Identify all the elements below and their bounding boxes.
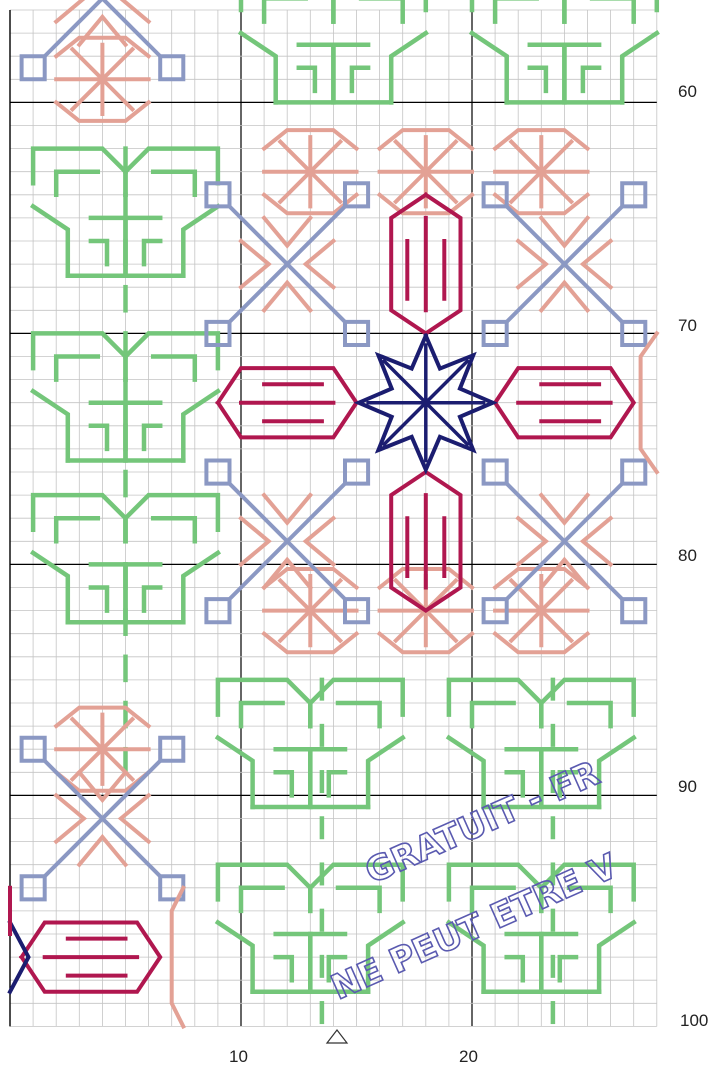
green-stitch (56, 357, 98, 380)
green-stitch (391, 33, 426, 102)
green-stitch (253, 749, 311, 807)
green-stitch (329, 772, 345, 795)
green-stitch (241, 888, 283, 911)
green-stitch (495, 0, 537, 22)
row-label-60: 60 (678, 82, 697, 101)
green-stitch (569, 703, 611, 726)
green-stitch (68, 564, 126, 622)
green-stitch (68, 218, 126, 276)
green-stitch (276, 957, 292, 980)
green-stitch (338, 888, 380, 911)
green-stitch (560, 957, 576, 980)
green-stitch (91, 241, 107, 264)
row-label-90: 90 (678, 777, 697, 796)
green-stitch (253, 934, 311, 992)
green-stitch (564, 45, 622, 103)
column-axis: 10 20 (229, 1030, 478, 1066)
green-stitch (241, 33, 276, 102)
green-stitch (153, 357, 195, 380)
green-stitch (361, 0, 403, 22)
center-marker-icon (327, 1030, 347, 1043)
green-stitch (472, 703, 514, 726)
row-axis: 60 70 80 90 100 (678, 82, 708, 1030)
green-stitch (484, 934, 542, 992)
green-stitch (276, 45, 334, 103)
green-stitch (153, 172, 195, 195)
green-stitch (310, 749, 368, 807)
green-stitch (68, 403, 126, 461)
col-label-20: 20 (459, 1047, 478, 1066)
green-stitch (541, 934, 599, 992)
green-stitch (144, 426, 160, 449)
row-label-80: 80 (678, 546, 697, 565)
green-stitch (144, 588, 160, 611)
green-stitch (276, 772, 292, 795)
green-stitch (91, 426, 107, 449)
col-label-10: 10 (229, 1047, 248, 1066)
green-stitch (126, 564, 184, 622)
green-stitch (241, 703, 283, 726)
green-stitch (507, 45, 565, 103)
green-stitch (333, 45, 391, 103)
green-stitch (56, 172, 98, 195)
green-stitch (592, 0, 634, 22)
green-stitch (144, 241, 160, 264)
green-stitch (56, 518, 98, 541)
row-label-70: 70 (678, 316, 697, 335)
green-stitch (264, 0, 306, 22)
green-stitch (91, 588, 107, 611)
green-stitch (126, 218, 184, 276)
green-stitch (126, 403, 184, 461)
green-stitch (153, 518, 195, 541)
row-label-100: 100 (680, 1011, 708, 1030)
green-stitch (338, 703, 380, 726)
green-stitch (622, 33, 657, 102)
green-stitch (507, 957, 523, 980)
green-stitch (472, 33, 507, 102)
